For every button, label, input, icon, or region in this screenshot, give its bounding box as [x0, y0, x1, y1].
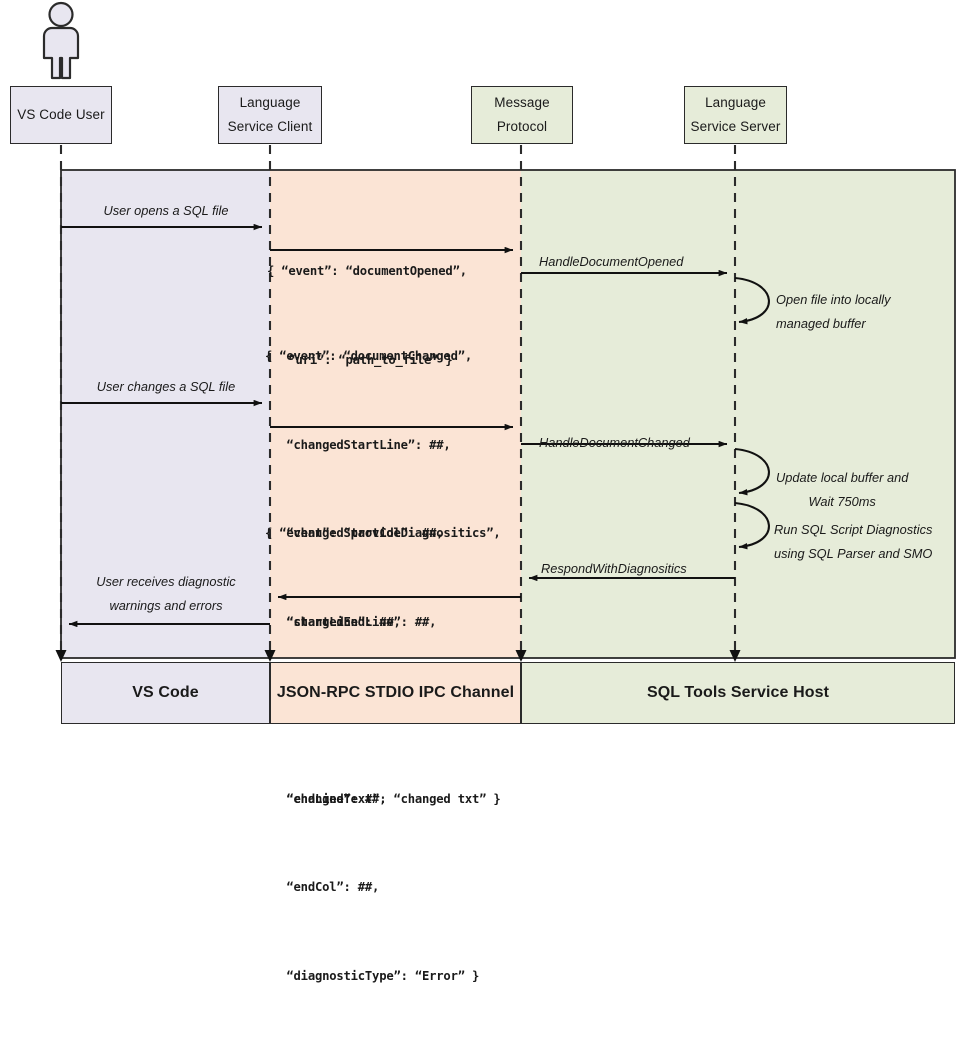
- footer-vs-code[interactable]: VS Code: [61, 662, 270, 724]
- message-label-user-opens-file: User opens a SQL file: [103, 203, 229, 218]
- participant-label: Service Server: [690, 119, 781, 134]
- participant-label: Language: [705, 95, 766, 111]
- band-outline: [60, 169, 956, 659]
- message-label-respond-with-diagnositics: RespondWithDiagnositics: [541, 561, 687, 576]
- diagram-vector-layer: [42, 1, 956, 662]
- vs-code-user-actor-icon: [42, 1, 80, 80]
- participant-message-protocol[interactable]: Message Protocol: [471, 86, 573, 144]
- payload-provide-diagnositics: { “event”: “provideDiagnositics”, “start…: [265, 526, 501, 984]
- footer-label: VS Code: [132, 684, 199, 701]
- footer-label: SQL Tools Service Host: [646, 684, 830, 701]
- selfloop-update-buffer-wait: [734, 447, 770, 496]
- participant-vs-code-user[interactable]: VS Code User: [10, 86, 112, 144]
- selfcall-label-update-buffer-wait: Update local buffer and Wait 750ms: [776, 470, 909, 510]
- participant-language-service-server[interactable]: Language Service Server: [684, 86, 787, 144]
- selfloop-open-file-buffer: [734, 276, 770, 325]
- participant-label: Service Client: [227, 119, 313, 134]
- footer-label: JSON-RPC STDIO IPC Channel: [276, 684, 515, 701]
- band-service: [521, 170, 955, 658]
- message-label-handle-document-changed: HandleDocumentChanged: [539, 435, 690, 450]
- message-label-user-receives-diagnostics: User receives diagnostic warnings and er…: [96, 574, 236, 614]
- selfloop-run-sql-diagnostics: [734, 501, 770, 550]
- band-vs-code: [61, 170, 270, 658]
- footer-ipc-channel[interactable]: JSON-RPC STDIO IPC Channel: [270, 662, 521, 724]
- selfcall-label-open-file-buffer: Open file into locally managed buffer: [776, 292, 891, 332]
- participant-language-service-client[interactable]: Language Service Client: [218, 86, 322, 144]
- footer-sql-tools-service-host[interactable]: SQL Tools Service Host: [521, 662, 955, 724]
- selfcall-label-run-sql-diagnostics: Run SQL Script Diagnostics using SQL Par…: [774, 522, 933, 562]
- participant-label: VS Code User: [17, 107, 105, 123]
- participant-label: Message: [494, 95, 550, 111]
- message-label-user-changes-file: User changes a SQL file: [96, 379, 236, 394]
- sequence-diagram-canvas: VS Code User Language Service Client Mes…: [10, 1, 956, 983]
- payload-document-opened: { “event”: “documentOpened”, “uri”: “pat…: [267, 264, 467, 367]
- participant-label: Language: [239, 95, 301, 111]
- lifeline-terminators: [55, 650, 741, 662]
- band-ipc: [270, 170, 521, 658]
- participant-label: Protocol: [496, 119, 548, 134]
- message-label-handle-document-opened: HandleDocumentOpened: [539, 254, 684, 269]
